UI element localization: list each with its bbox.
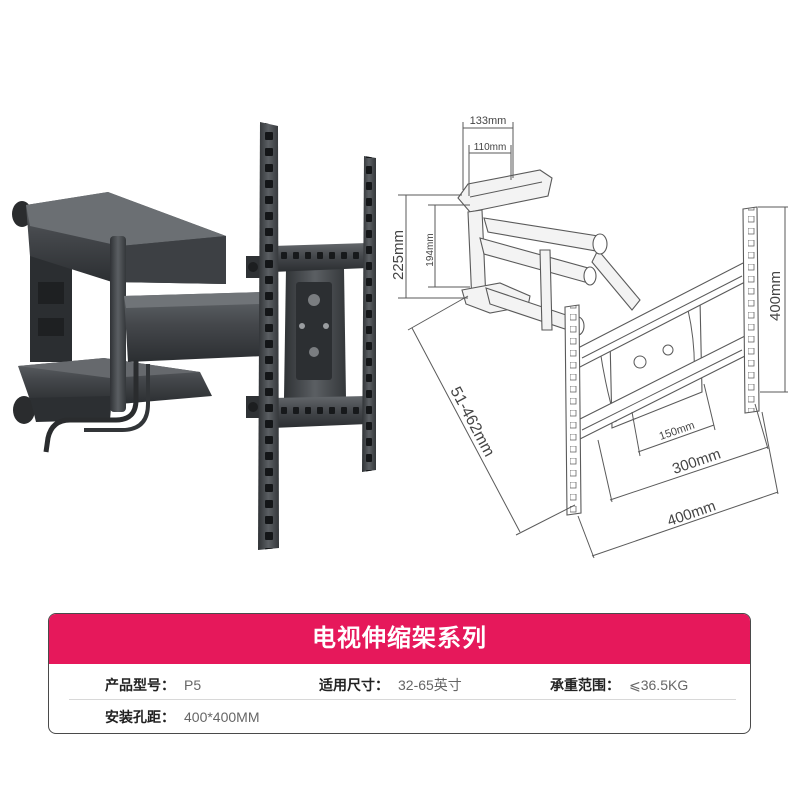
spec-label-size: 适用尺寸： — [319, 677, 389, 693]
dim-225-label: 225mm — [390, 230, 407, 280]
spec-divider — [69, 699, 736, 700]
dim-extension-label: 51-462mm — [447, 384, 498, 460]
dimension-extension: 51-462mm — [407, 295, 576, 536]
cross-bar-bottom — [272, 396, 368, 428]
diagram-rails — [564, 206, 760, 516]
pivot-column — [110, 236, 126, 412]
product-visual: 133mm 110mm 225mm 194mm 51-462mm 400mm — [12, 115, 788, 559]
dim-194-label: 194mm — [425, 233, 436, 266]
diagram-arms — [457, 169, 641, 336]
spec-label-load: 承重范围： — [550, 677, 620, 693]
right-rail — [362, 156, 376, 472]
dimension-diagram: 133mm 110mm 225mm 194mm 51-462mm 400mm — [390, 115, 788, 559]
dim-300-label: 300mm — [670, 446, 723, 478]
spec-value-model: P5 — [184, 677, 202, 693]
spec-title: 电视伸缩架系列 — [49, 614, 750, 664]
extension-arm — [124, 256, 264, 418]
upper-arm — [26, 192, 226, 284]
left-rail — [258, 122, 279, 550]
mount-plate — [284, 268, 346, 398]
dimension-rail-height: 400mm — [758, 206, 788, 393]
spec-box: 电视伸缩架系列 产品型号： P5 适用尺寸： 32-65英寸 承重范围： ⩽36… — [48, 613, 751, 734]
spec-label-vesa: 安装孔距： — [105, 709, 175, 725]
spec-value-load: ⩽36.5KG — [629, 677, 689, 693]
spec-value-vesa: 400*400MM — [184, 709, 260, 725]
tv-mount-photo — [12, 122, 376, 550]
dim-133-label: 133mm — [470, 115, 507, 127]
dimension-top: 133mm 110mm — [462, 115, 514, 196]
dim-150-label: 150mm — [658, 420, 697, 443]
dim-rail-height-label: 400mm — [767, 271, 784, 321]
bottom-knob — [13, 396, 35, 424]
spec-label-model: 产品型号： — [105, 677, 175, 693]
dim-110-label: 110mm — [474, 142, 507, 153]
cable-hook — [43, 360, 150, 453]
spec-value-size: 32-65英寸 — [398, 677, 462, 693]
dimension-left: 225mm 194mm — [390, 194, 470, 299]
dim-400-label: 400mm — [665, 498, 718, 530]
cross-bar-top — [272, 243, 368, 272]
